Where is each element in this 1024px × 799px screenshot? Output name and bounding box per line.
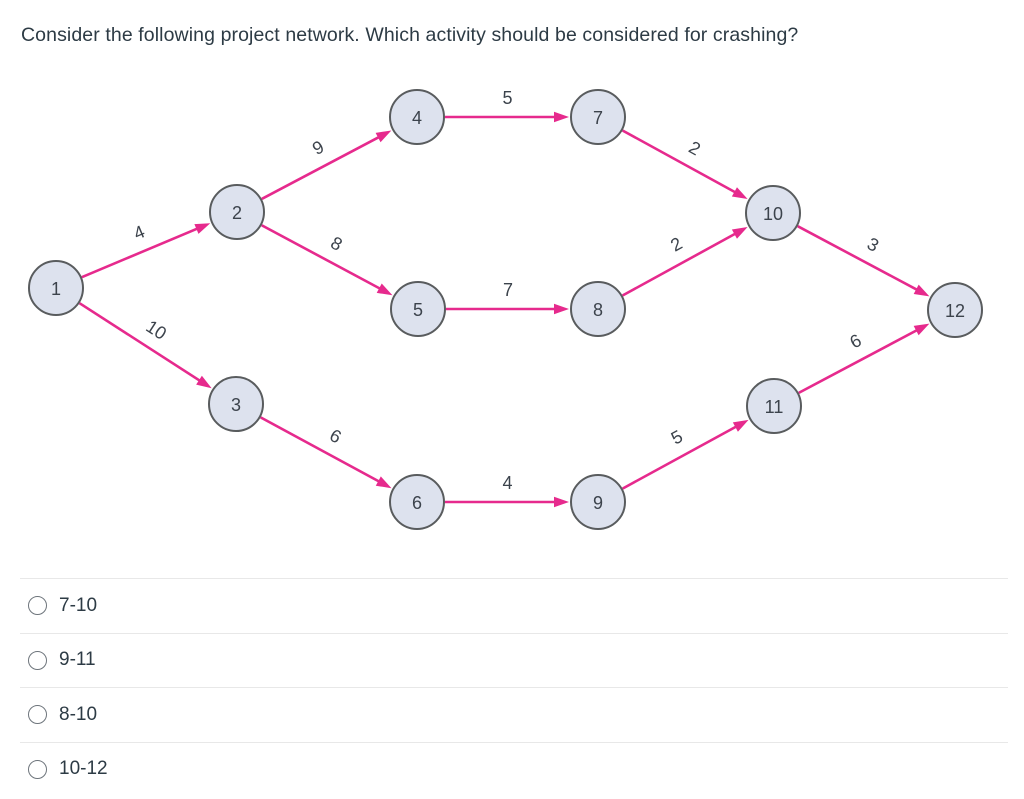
- network-node-label: 10: [763, 204, 783, 224]
- network-edge-label: 2: [667, 233, 685, 255]
- answer-option-label: 9-11: [59, 649, 96, 671]
- network-edge-label: 9: [309, 137, 327, 159]
- network-node: [389, 474, 445, 530]
- network-node-label: 9: [593, 493, 603, 513]
- network-edge-arrowhead: [376, 283, 393, 296]
- network-edge-label: 7: [503, 280, 513, 300]
- answer-option-label: 7-10: [59, 594, 98, 616]
- network-edge-arrowhead: [554, 111, 569, 123]
- radio-button[interactable]: [28, 759, 47, 779]
- answer-option-7-10[interactable]: 7-10: [20, 578, 1008, 633]
- network-node: [389, 89, 445, 145]
- network-node: [745, 185, 801, 241]
- network-edge-arrowhead: [375, 476, 392, 489]
- network-edge: [78, 302, 204, 384]
- network-node-label: 3: [231, 395, 241, 415]
- answer-option-label: 10-12: [59, 758, 108, 780]
- network-edge-label: 5: [502, 88, 512, 108]
- answer-option-9-11[interactable]: 9-11: [20, 632, 1008, 688]
- network-node-label: 4: [412, 108, 422, 128]
- network-edge-label: 8: [327, 233, 345, 255]
- answer-option-8-10[interactable]: 8-10: [20, 687, 1008, 742]
- network-node: [570, 474, 626, 530]
- network-edge: [621, 231, 739, 297]
- network-edge: [621, 129, 739, 195]
- network-edge-label: 4: [131, 221, 148, 243]
- network-edge-arrowhead: [194, 223, 211, 234]
- network-edge-label: 2: [685, 137, 703, 159]
- question-title: Consider the following project network. …: [21, 24, 799, 46]
- network-node: [208, 376, 264, 432]
- network-node: [209, 184, 265, 240]
- network-node-label: 6: [412, 493, 422, 513]
- network-node: [927, 282, 983, 338]
- network-edge: [621, 424, 740, 490]
- network-edge: [261, 134, 383, 201]
- network-node-label: 1: [51, 279, 61, 299]
- network-edge: [798, 327, 921, 395]
- radio-button[interactable]: [28, 596, 47, 616]
- network-node: [28, 260, 84, 316]
- network-edge: [797, 225, 921, 293]
- network-node-label: 7: [593, 108, 603, 128]
- network-edge-arrowhead: [196, 375, 212, 389]
- network-node-label: 2: [232, 203, 242, 223]
- network-node: [570, 281, 626, 337]
- network-edge-arrowhead: [732, 419, 749, 432]
- network-edge-label: 6: [846, 330, 864, 352]
- network-edge-label: 10: [142, 316, 170, 344]
- radio-button[interactable]: [28, 650, 47, 670]
- network-node-label: 12: [945, 301, 965, 321]
- network-edge-arrowhead: [554, 303, 569, 315]
- network-node-label: 11: [765, 397, 784, 417]
- network-edge: [81, 226, 201, 279]
- answer-options-list: 7-10 9-11 8-10 10-12: [20, 578, 1008, 796]
- answer-option-label: 8-10: [59, 703, 98, 725]
- network-edge-arrowhead: [731, 226, 748, 239]
- network-edge-arrowhead: [375, 130, 392, 143]
- network-node: [746, 378, 802, 434]
- network-node-label: 8: [593, 300, 603, 320]
- network-edge-arrowhead: [731, 187, 748, 200]
- network-edge-label: 4: [502, 473, 512, 493]
- network-node: [390, 281, 446, 337]
- network-edge-label: 3: [864, 234, 882, 256]
- network-edge-arrowhead: [554, 496, 569, 508]
- network-node: [570, 89, 626, 145]
- network-edge-arrowhead: [913, 323, 930, 336]
- network-edge: [260, 416, 383, 485]
- network-edge-label: 5: [668, 426, 686, 448]
- network-node-label: 5: [413, 300, 423, 320]
- radio-button[interactable]: [28, 705, 47, 725]
- network-edge: [261, 224, 384, 292]
- answer-option-10-12[interactable]: 10-12: [20, 741, 1008, 797]
- network-edge-arrowhead: [913, 284, 930, 297]
- network-edge-label: 6: [326, 425, 344, 447]
